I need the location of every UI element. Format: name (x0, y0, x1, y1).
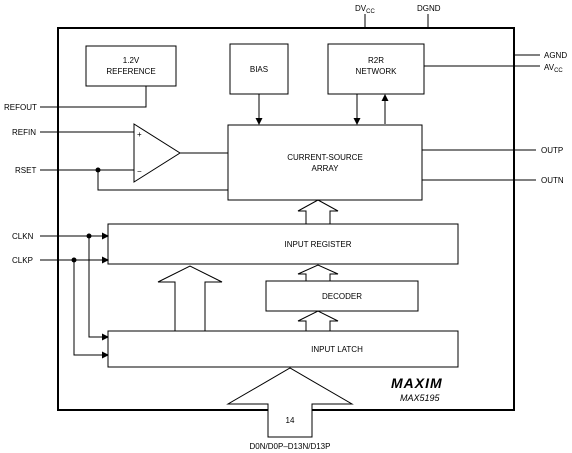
input-latch-block (107, 330, 459, 368)
decoder-block (265, 280, 419, 312)
r2r-network-block (327, 43, 425, 95)
opamp-symbol (133, 123, 181, 183)
data-input-bus-arrow (226, 367, 354, 438)
rset-feedback-wire (97, 170, 228, 191)
dgnd-label: DGND (417, 4, 441, 13)
input-register-block (107, 223, 459, 265)
rset-label: RSET (15, 166, 36, 175)
clkn-to-latch-wire (88, 236, 109, 341)
data-bus-label: D0N/D0P–D13N/D13P (250, 442, 331, 451)
agnd-label: AGND (544, 51, 567, 60)
refout-label: REFOUT (4, 103, 37, 112)
current-source-label-line1: CURRENT-SOURCE (287, 153, 363, 162)
reference-label-line2: REFERENCE (106, 67, 155, 76)
opamp-plus: + (137, 130, 142, 139)
current-source-label-line2: ARRAY (312, 164, 340, 173)
decoder-label: DECODER (322, 292, 362, 301)
outp-label: OUTP (541, 146, 563, 155)
bus-width-label: 14 (286, 416, 295, 425)
input-register-label: INPUT REGISTER (285, 240, 352, 249)
clkn-label: CLKN (12, 232, 34, 241)
clkp-label: CLKP (12, 256, 33, 265)
outn-label: OUTN (541, 176, 564, 185)
part-number: MAX5195 (400, 393, 441, 403)
dvcc-label: DVCC (355, 4, 375, 15)
input-latch-label: INPUT LATCH (311, 345, 363, 354)
decoder-to-register-bus-arrow (297, 264, 339, 282)
clkp-to-latch-wire (73, 260, 109, 359)
r2r-label-line2: NETWORK (356, 67, 398, 76)
refin-label: REFIN (12, 128, 36, 137)
bias-block (229, 43, 289, 95)
bias-label: BIAS (250, 65, 268, 74)
reference-label-line1: 1.2V (123, 56, 140, 65)
maxim-logo: MAXIM (391, 375, 443, 391)
reference-block (85, 45, 177, 87)
avcc-label: AVCC (544, 63, 563, 74)
current-source-array-block (227, 124, 423, 201)
latch-to-decoder-bus-arrow (297, 310, 339, 332)
latch-to-register-bus-arrow (157, 265, 223, 332)
register-to-array-bus-arrow (297, 199, 339, 225)
refout-wire (40, 86, 147, 108)
r2r-label-line1: R2R (368, 56, 384, 65)
opamp-minus: − (137, 167, 142, 176)
